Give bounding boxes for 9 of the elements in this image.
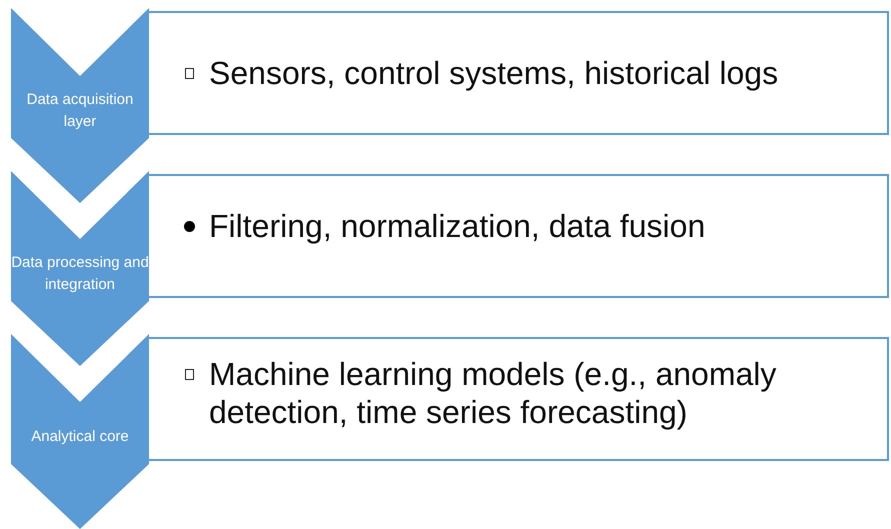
content-text: Machine learning models (e.g., anomaly detection, time series forecasting)	[209, 355, 778, 431]
stage-label: Data processing and integration	[11, 253, 149, 295]
content-box	[149, 11, 889, 135]
content-text: Sensors, control systems, historical logs	[209, 54, 778, 92]
content-text: Filtering, normalization, data fusion	[209, 207, 706, 245]
content-box	[149, 337, 889, 461]
content-box	[149, 174, 889, 298]
stage-label: Analytical core	[31, 427, 129, 447]
stage-label: Data acquisition layer	[26, 90, 134, 132]
